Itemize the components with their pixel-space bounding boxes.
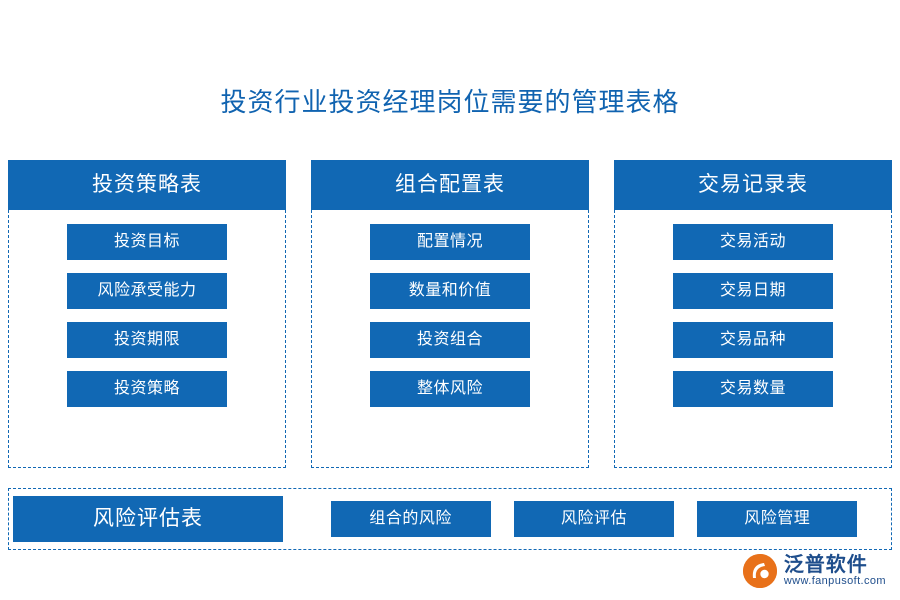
logo-company-name: 泛普软件 [783,553,868,576]
column-header: 交易记录表 [614,160,892,210]
company-logo: 泛普软件 www.fanpusoft.com [742,553,886,588]
list-item: 交易数量 [673,371,833,407]
logo-text: 泛普软件 www.fanpusoft.com [783,553,886,588]
column-investment-strategy: 投资策略表 投资目标 风险承受能力 投资期限 投资策略 [8,160,286,468]
list-item: 组合的风险 [330,501,491,537]
risk-assessment-row: 风险评估表 组合的风险 风险评估 风险管理 [8,488,892,550]
column-header: 组合配置表 [311,160,589,210]
columns-container: 投资策略表 投资目标 风险承受能力 投资期限 投资策略 组合配置表 配置情况 数… [8,160,892,468]
list-item: 风险评估 [513,501,674,537]
page-title: 投资行业投资经理岗位需要的管理表格 [220,87,680,117]
logo-url: www.fanpusoft.com [783,574,886,587]
column-body: 交易活动 交易日期 交易品种 交易数量 [614,210,892,468]
list-item: 风险承受能力 [67,273,227,309]
list-item: 投资组合 [370,322,530,358]
list-item: 投资期限 [67,322,227,358]
column-header: 投资策略表 [8,160,286,210]
list-item: 整体风险 [370,371,530,407]
list-item: 投资目标 [67,224,227,260]
list-item: 交易品种 [673,322,833,358]
list-item: 交易日期 [673,273,833,309]
column-trade-record: 交易记录表 交易活动 交易日期 交易品种 交易数量 [614,160,892,468]
list-item: 数量和价值 [370,273,530,309]
column-body: 配置情况 数量和价值 投资组合 整体风险 [311,210,589,468]
bottom-header: 风险评估表 [13,496,283,542]
fanpu-logo-icon [742,554,777,588]
list-item: 交易活动 [673,224,833,260]
list-item: 配置情况 [370,224,530,260]
bottom-items: 组合的风险 风险评估 风险管理 [283,501,891,537]
list-item: 风险管理 [697,501,858,537]
list-item: 投资策略 [67,371,227,407]
column-body: 投资目标 风险承受能力 投资期限 投资策略 [8,210,286,468]
column-portfolio-allocation: 组合配置表 配置情况 数量和价值 投资组合 整体风险 [311,160,589,468]
